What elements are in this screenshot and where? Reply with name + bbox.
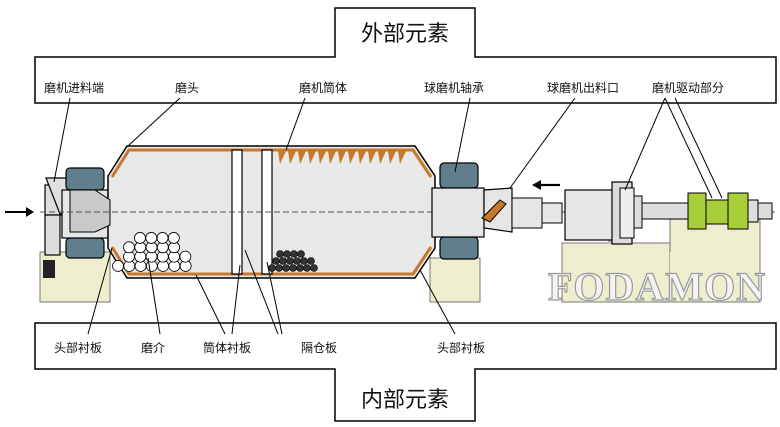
grinding-ball (156, 232, 169, 244)
small-grinding-ball (276, 250, 284, 258)
internal-elements-frame (34, 322, 777, 422)
liner-tooth (278, 151, 286, 164)
external-elements-frame (34, 7, 777, 104)
label-mill-shell: 磨机筒体 (299, 80, 347, 95)
small-grinding-ball (289, 264, 297, 272)
small-grinding-ball (303, 264, 311, 272)
small-grinding-ball (283, 250, 291, 258)
label-head-liner-left: 头部衬板 (54, 340, 102, 355)
liner-tooth (328, 151, 336, 164)
label-grinding-media: 磨介 (141, 341, 165, 355)
internal-elements-title: 内部元素 (361, 388, 449, 413)
label-bearing: 球磨机轴承 (424, 80, 484, 95)
leader-lines (53, 97, 723, 335)
label-feed-end: 磨机进料端 (44, 81, 104, 95)
outlet-arrow (532, 180, 560, 190)
small-grinding-ball (293, 257, 301, 265)
shell-liner-teeth (278, 151, 406, 164)
grinding-ball (123, 241, 135, 254)
small-grinding-ball (307, 257, 315, 265)
small-grinding-ball (282, 264, 290, 272)
small-grinding-ball (297, 250, 305, 258)
small-grinding-ball (290, 250, 298, 258)
label-partition-board: 隔仓板 (301, 341, 337, 355)
grinding-ball (145, 232, 158, 244)
small-grinding-ball (275, 264, 283, 272)
drive-assembly (511, 181, 773, 245)
liner-tooth (358, 151, 366, 164)
liner-tooth (348, 151, 356, 164)
small-grinding-ball (286, 257, 294, 265)
small-grinding-ball (279, 257, 287, 265)
small-grinding-ball (310, 264, 318, 272)
feed-inlet-arrow (5, 207, 34, 217)
liner-tooth (338, 151, 346, 164)
liner-tooth (368, 151, 376, 164)
grinding-ball (167, 232, 180, 244)
discharge-bearing (431, 162, 513, 260)
small-grinding-ball (268, 264, 276, 272)
small-grinding-ball (296, 264, 304, 272)
liner-tooth (388, 151, 396, 164)
liner-tooth (298, 151, 306, 164)
liner-tooth (318, 151, 326, 164)
grinding-ball (179, 250, 192, 263)
small-grinding-ball (300, 257, 308, 265)
foundation (39, 206, 761, 303)
grinding-ball (112, 260, 124, 272)
label-mill-head: 磨头 (175, 81, 199, 95)
liner-tooth (288, 151, 296, 164)
liner-tooth (398, 151, 406, 164)
external-elements-title: 外部元素 (361, 22, 449, 47)
label-outlet: 球磨机出料口 (547, 81, 619, 95)
liner-tooth (308, 151, 316, 164)
label-head-liner-right: 头部衬板 (437, 340, 485, 355)
label-shell-liner: 筒体衬板 (203, 340, 251, 355)
watermark-logo: FODAMON (548, 264, 766, 309)
liner-tooth (378, 151, 386, 164)
grinding-ball (134, 232, 146, 244)
label-drive: 磨机驱动部分 (652, 80, 724, 95)
grinding-media-balls-second (268, 250, 318, 272)
grinding-media-balls (112, 232, 192, 272)
small-grinding-ball (272, 257, 280, 265)
